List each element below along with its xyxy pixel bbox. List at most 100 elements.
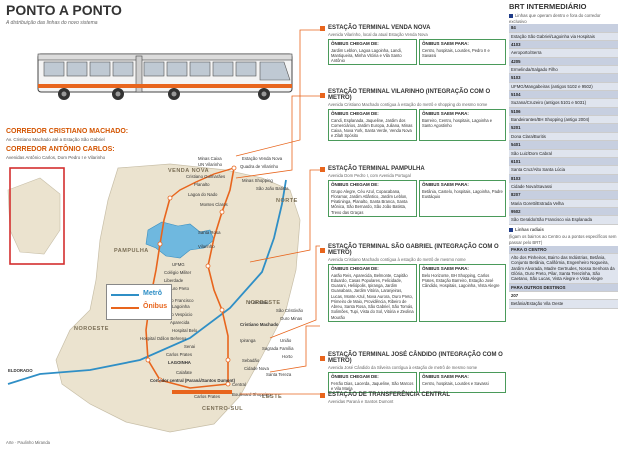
- leave-box: ÔNIBUS SAEM PARA:Belo Horizonte, BH Shop…: [418, 264, 506, 322]
- terminal-title: ESTAÇÃO DE TRANSFERÊNCIA CENTRAL: [328, 392, 451, 398]
- station-label: UN Vilarinho: [198, 162, 223, 167]
- arrive-box: ÔNIBUS CHEGAM DE:Ferrão Dias, Lacerda, J…: [328, 372, 417, 394]
- para-centro-heading: PARA O CENTRO: [509, 245, 618, 254]
- station-label: Cidade Nova: [244, 366, 269, 371]
- arrive-box: ÔNIBUS CHEGAM DE:Candi, Esplanada, Jaque…: [328, 109, 417, 141]
- terminal-sub: Avenida Cristiano Machado contígua à est…: [328, 102, 488, 107]
- station-label: Ouro Preto: [168, 286, 190, 291]
- terminal-pampulha: ESTAÇÃO TERMINAL PAMPULHA Avenida Dom Pe…: [320, 166, 506, 217]
- metro-line: [7, 179, 287, 385]
- bus-line-cristiano: [207, 167, 235, 384]
- terminal-marker: [320, 166, 325, 172]
- leave-box: ÔNIBUS SAEM PARA:Barreiro, Centro, hospi…: [418, 109, 506, 141]
- terminal-marker: [320, 25, 325, 31]
- station-label: Hospital Belo: [172, 328, 198, 333]
- station-label: Boulevard Shopping: [232, 392, 271, 397]
- station-label: Américo Vespúcio: [158, 312, 193, 317]
- station-label: Colégio Militer: [164, 270, 192, 275]
- corridor-cristiano-title: CORREDOR CRISTIANO MACHADO:: [6, 128, 129, 135]
- station-label: Minas Caixa: [198, 156, 222, 161]
- outros-heading: PARA OUTROS DESTINOS: [509, 283, 618, 293]
- region-nordeste: NORDESTE: [246, 300, 281, 306]
- terminal-title: ESTAÇÃO TERMINAL SÃO GABRIEL (INTEGRAÇÃO…: [328, 244, 499, 256]
- region-leste: LESTE: [262, 394, 283, 400]
- station-label: Carlos Prates: [166, 352, 193, 357]
- leave-box: ÔNIBUS SAEM PARA:Centro, hospitais, Lour…: [418, 372, 506, 394]
- terminal-sub: Avenida Vilarinho, local da atual Estaçã…: [328, 32, 428, 37]
- station-label: Ouro Minas: [280, 316, 303, 321]
- station-label: União: [280, 338, 292, 343]
- brt-line-code: 84: [509, 24, 618, 33]
- station-label: São Francisco: [166, 298, 194, 303]
- legend-onibus: Ônibus: [143, 303, 168, 310]
- terminal-central: ESTAÇÃO DE TRANSFERÊNCIA CENTRAL Avenida…: [320, 392, 506, 404]
- station-label: Minas Shopping: [242, 178, 273, 183]
- terminal-marker: [320, 392, 325, 398]
- station-label: Hospital Odilon Behrens: [140, 336, 187, 341]
- terminal-sub: Avenidas Paraná e Santos Dumont: [328, 399, 394, 404]
- terminal-title: ESTAÇÃO TERMINAL VENDA NOVA: [328, 25, 431, 31]
- terminal-title: ESTAÇÃO TERMINAL VILARINHO (INTEGRAÇÃO C…: [328, 89, 491, 101]
- brt-line-name: Dona Clara/Buritis: [509, 132, 618, 142]
- station-label: Lagoinha: [172, 304, 190, 309]
- brt-line-name: Suzana/Cruzeiro (antigos 5101 e 5031): [509, 99, 618, 108]
- station-label: Estação Venda Nova: [242, 156, 283, 161]
- station-label: Montes Claros: [200, 202, 228, 207]
- terminal-marker: [320, 92, 325, 98]
- station-label: Calafate: [176, 370, 193, 375]
- terminal-marker: [320, 247, 325, 253]
- brt-line-code: 4205: [509, 57, 618, 66]
- station-label: Sagrada Família: [262, 346, 294, 351]
- locator-frame: [9, 167, 65, 265]
- terminal-title: ESTAÇÃO TERMINAL PAMPULHA: [328, 166, 425, 172]
- station-label: Carlos Prates: [194, 394, 221, 399]
- city-map: [7, 163, 301, 433]
- brt-line-name: Maria Goretti/Estrada Velha: [509, 199, 618, 209]
- brt-line-code: 5201: [509, 124, 618, 133]
- brt-line-name: Bandeirantes/BH Shopping (antigo 2004): [509, 116, 618, 125]
- corridor-antonio-sub: Avenidas Antônio Carlos, Dom Pedro I e V…: [6, 155, 106, 160]
- brt-heading: BRT INTERMEDIÁRIO: [509, 2, 587, 11]
- station-label: Cristiano Guimarães: [186, 174, 226, 179]
- terminal-sub: Avenida José Cândido da Silveira contígu…: [328, 365, 478, 370]
- brt-line-name: Santa Cruz/Alto Santa Lúcia: [509, 166, 618, 175]
- eldorado-label: ELDORADO: [8, 368, 33, 373]
- brt-line-name: Aeroporto/Serra: [509, 49, 618, 58]
- region-pampulha: PAMPULHA: [114, 248, 149, 254]
- brt-line-code: 6101: [509, 157, 618, 167]
- terminal-vilarinho: ESTAÇÃO TERMINAL VILARINHO (INTEGRAÇÃO C…: [320, 89, 506, 141]
- corridor-antonio-title: CORREDOR ANTÔNIO CARLOS:: [6, 146, 115, 153]
- terminal-title: ESTAÇÃO TERMINAL JOSÉ CÂNDIDO (INTEGRAÇÃ…: [328, 352, 503, 364]
- lagoa-pampulha: [145, 221, 215, 259]
- terminal-sub: Avenida Cristiano Machado contígua à est…: [328, 257, 466, 262]
- station-label: Santa Tereza: [266, 372, 292, 377]
- station-label: Central: [232, 382, 246, 387]
- corridor-cristiano-sub: Av. Cristiano Machado até a Estação São …: [6, 137, 105, 142]
- square-icon: [509, 13, 513, 18]
- station-label: Senai: [184, 344, 195, 349]
- brt-sub2: Linhas radiais: [509, 227, 618, 233]
- square-icon: [509, 227, 513, 232]
- region-centro-sul: CENTRO-SUL: [202, 406, 244, 412]
- para-centro-list: Alto dos Pinheiros, Bairro das Indústria…: [509, 253, 618, 284]
- arrive-box: ÔNIBUS CHEGAM DE:Aarão Reis, Aparecida, …: [328, 264, 417, 322]
- credit: Arte · Paulinho Miranda: [6, 440, 50, 445]
- brt-line-code: 8103: [509, 174, 618, 183]
- brt-line-name: UFMG/Mangabeiras (antigos 5102 e 9502): [509, 82, 618, 92]
- brt-line-name: Cidade Nova/Savassi: [509, 182, 618, 192]
- terminal-sub: Avenida Dom Pedro I, com Avenida Portuga…: [328, 173, 411, 178]
- brt-line-code: 8207: [509, 191, 618, 200]
- station-label: Cristiano Machado: [240, 322, 279, 327]
- station-label: Lagoa do Nado: [188, 192, 218, 197]
- bus-corridor-central: [172, 390, 232, 394]
- brt-line-name: São Luiz/Dom Cabral: [509, 149, 618, 158]
- station-label: São João Batista: [256, 186, 289, 191]
- station-label: Ipiranga: [240, 338, 256, 343]
- station-label: Corredor central (Paraná/Santos Dumont): [150, 378, 235, 383]
- bus-illustration: [37, 53, 293, 100]
- region-venda-nova: VENDA NOVA: [168, 168, 210, 174]
- brt-panel: BRT INTERMEDIÁRIO Linhas que operam dent…: [509, 2, 618, 309]
- page-subtitle: A distribuição das linhas do novo sistem…: [6, 20, 98, 26]
- legend-metro: Metrô: [143, 290, 163, 297]
